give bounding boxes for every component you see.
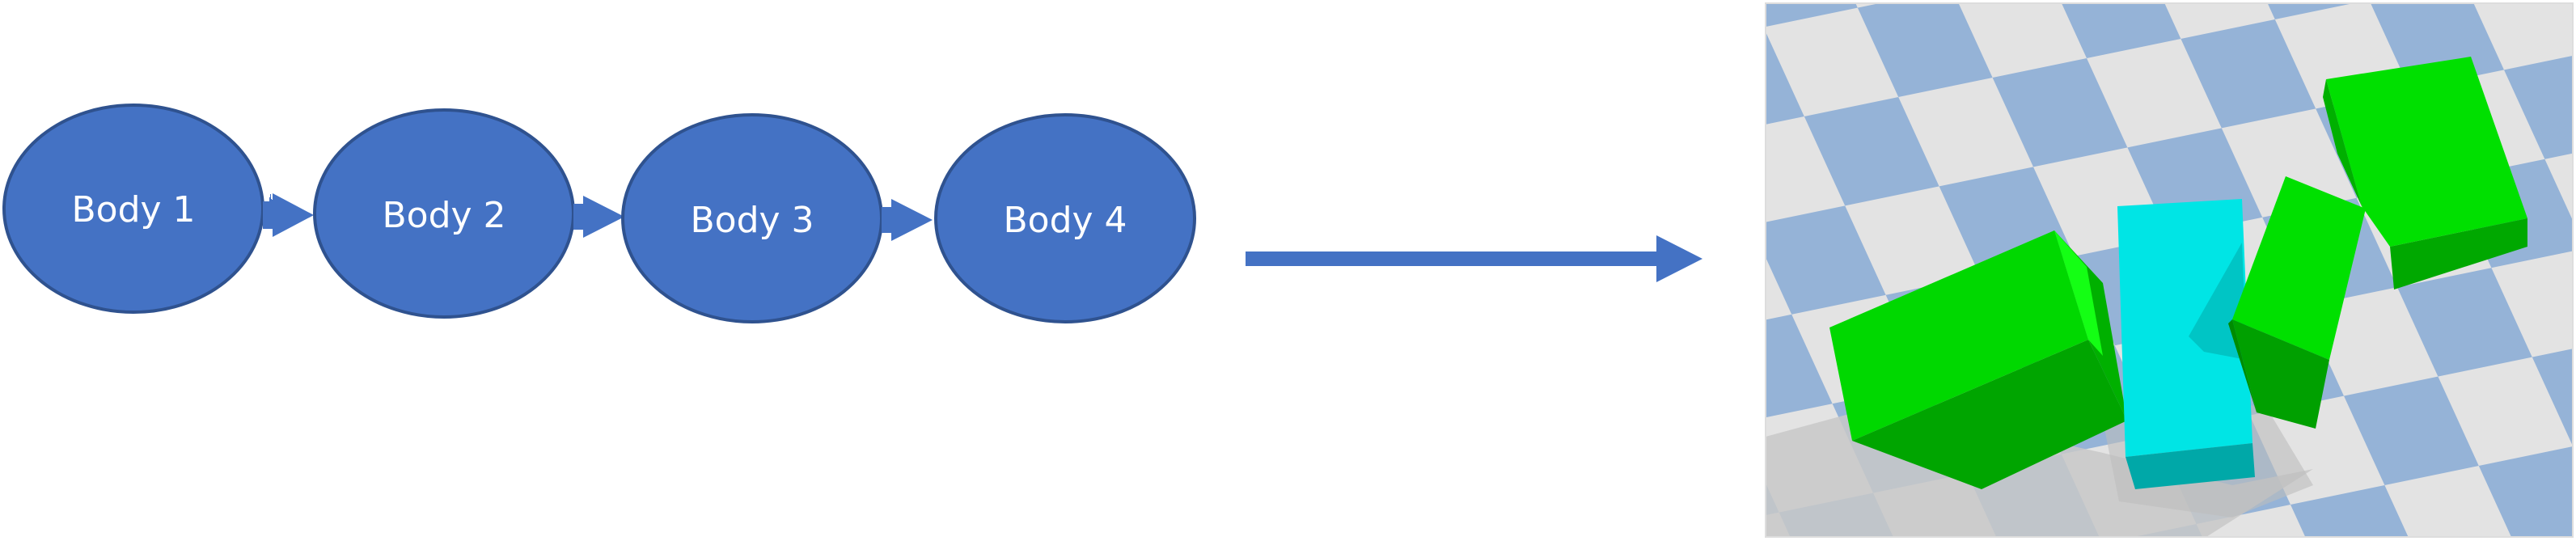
chain-arrow-2-3 — [573, 196, 624, 238]
body-chain: Body 1 Body 2 Body 3 Body 4 — [2, 104, 1196, 323]
body-node-3-label: Body 3 — [690, 200, 814, 241]
body-node-2-label: Body 2 — [382, 195, 505, 236]
chain-arrow-3-4 — [882, 199, 933, 241]
cyan-link-2 — [2117, 199, 2255, 489]
body-node-4-label: Body 4 — [1003, 200, 1127, 241]
body-node-4 — [934, 113, 1196, 323]
green-link-3 — [2228, 176, 2366, 429]
simulation-render — [1766, 3, 2573, 537]
body-node-1-label: Body 1 — [71, 189, 195, 230]
simulation-frame — [1765, 2, 2574, 538]
chain-arrow-1-2-main — [263, 193, 314, 237]
transition-arrow — [1246, 235, 1703, 282]
green-link-1 — [1829, 230, 2127, 489]
green-link-4 — [2323, 57, 2527, 290]
